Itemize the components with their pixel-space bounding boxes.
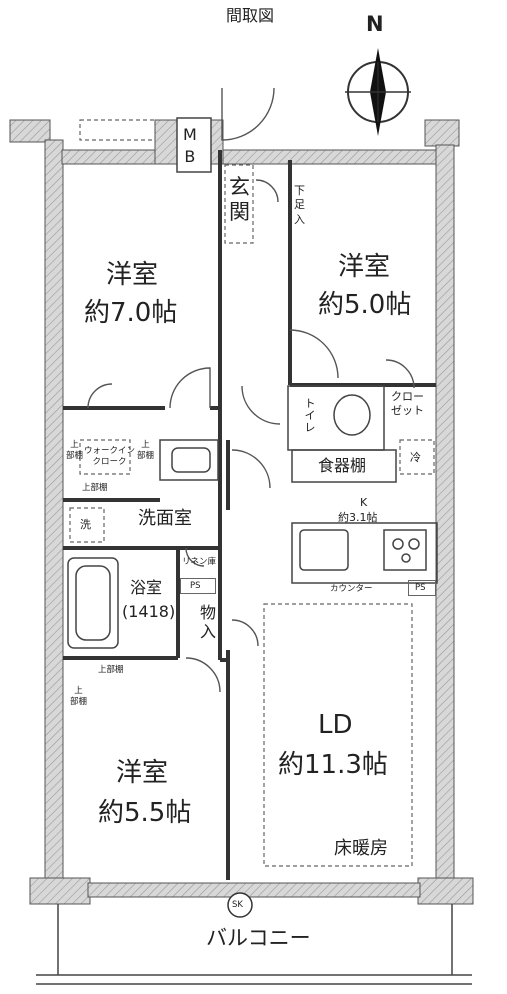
walk-in-closet-label: ウォークイン クローク <box>84 446 136 468</box>
genkan-label: 玄 関 <box>229 175 250 225</box>
upper-shelf-left-label: 上 部棚 <box>66 440 84 462</box>
toilet-label: トイレ <box>304 397 316 435</box>
dish-shelf-label: 食器棚 <box>318 456 367 475</box>
mb-label: M B <box>183 125 197 166</box>
sk-label: SK <box>232 900 243 910</box>
upper-shelf-room3-left-label: 上 部棚 <box>70 686 88 708</box>
ld-name: LD <box>318 710 353 740</box>
western-room-3-size: 約5.5帖 <box>98 798 192 828</box>
western-room-2-size: 約5.0帖 <box>318 290 412 320</box>
western-room-1-name: 洋室 <box>106 260 159 290</box>
ps-label-2: PS <box>415 583 426 593</box>
kitchen-fixtures <box>67 385 438 649</box>
western-room-3-name: 洋室 <box>116 758 169 788</box>
storage-label: 物 入 <box>200 603 217 642</box>
plan-title: 間取図 <box>226 6 275 25</box>
ps-box-1 <box>180 578 216 594</box>
shoe-storage-label: 下 足 入 <box>294 184 305 226</box>
fridge-label: 冷 <box>410 451 421 464</box>
upper-shelf-room3-top-label: 上部棚 <box>98 665 124 675</box>
balcony-rail <box>36 904 472 985</box>
kitchen-name: K <box>360 496 368 509</box>
western-room-2-name: 洋室 <box>338 252 391 282</box>
dashed-fixtures <box>69 119 435 867</box>
compass-label: N <box>366 12 384 36</box>
ps-box-2 <box>408 580 436 596</box>
bath-name: 浴室 <box>130 578 163 597</box>
ps-label-1: PS <box>190 581 201 591</box>
linen-storage-label: リネン庫 <box>182 557 217 567</box>
ld-size: 約11.3帖 <box>278 750 388 780</box>
washer-label: 洗 <box>80 518 91 531</box>
outer-walls <box>9 119 474 905</box>
closet-label: クロー ゼット <box>391 390 424 418</box>
mb-box <box>176 117 212 173</box>
interior-walls <box>63 150 436 880</box>
bath-size: (1418) <box>122 602 176 621</box>
counter-label: カウンター <box>330 584 373 594</box>
kitchen-size: 約3.1帖 <box>338 511 378 524</box>
sk-drain-icon <box>227 892 253 918</box>
door-swings <box>87 87 415 693</box>
western-room-1-size: 約7.0帖 <box>84 298 178 328</box>
upper-shelf-bottom-label: 上部棚 <box>82 483 108 493</box>
washroom-label: 洗面室 <box>138 508 192 529</box>
compass-icon <box>345 48 411 136</box>
balcony-label: バルコニー <box>206 926 311 950</box>
floor-heating-label: 床暖房 <box>334 838 388 859</box>
upper-shelf-right-label: 上 部棚 <box>137 440 155 462</box>
